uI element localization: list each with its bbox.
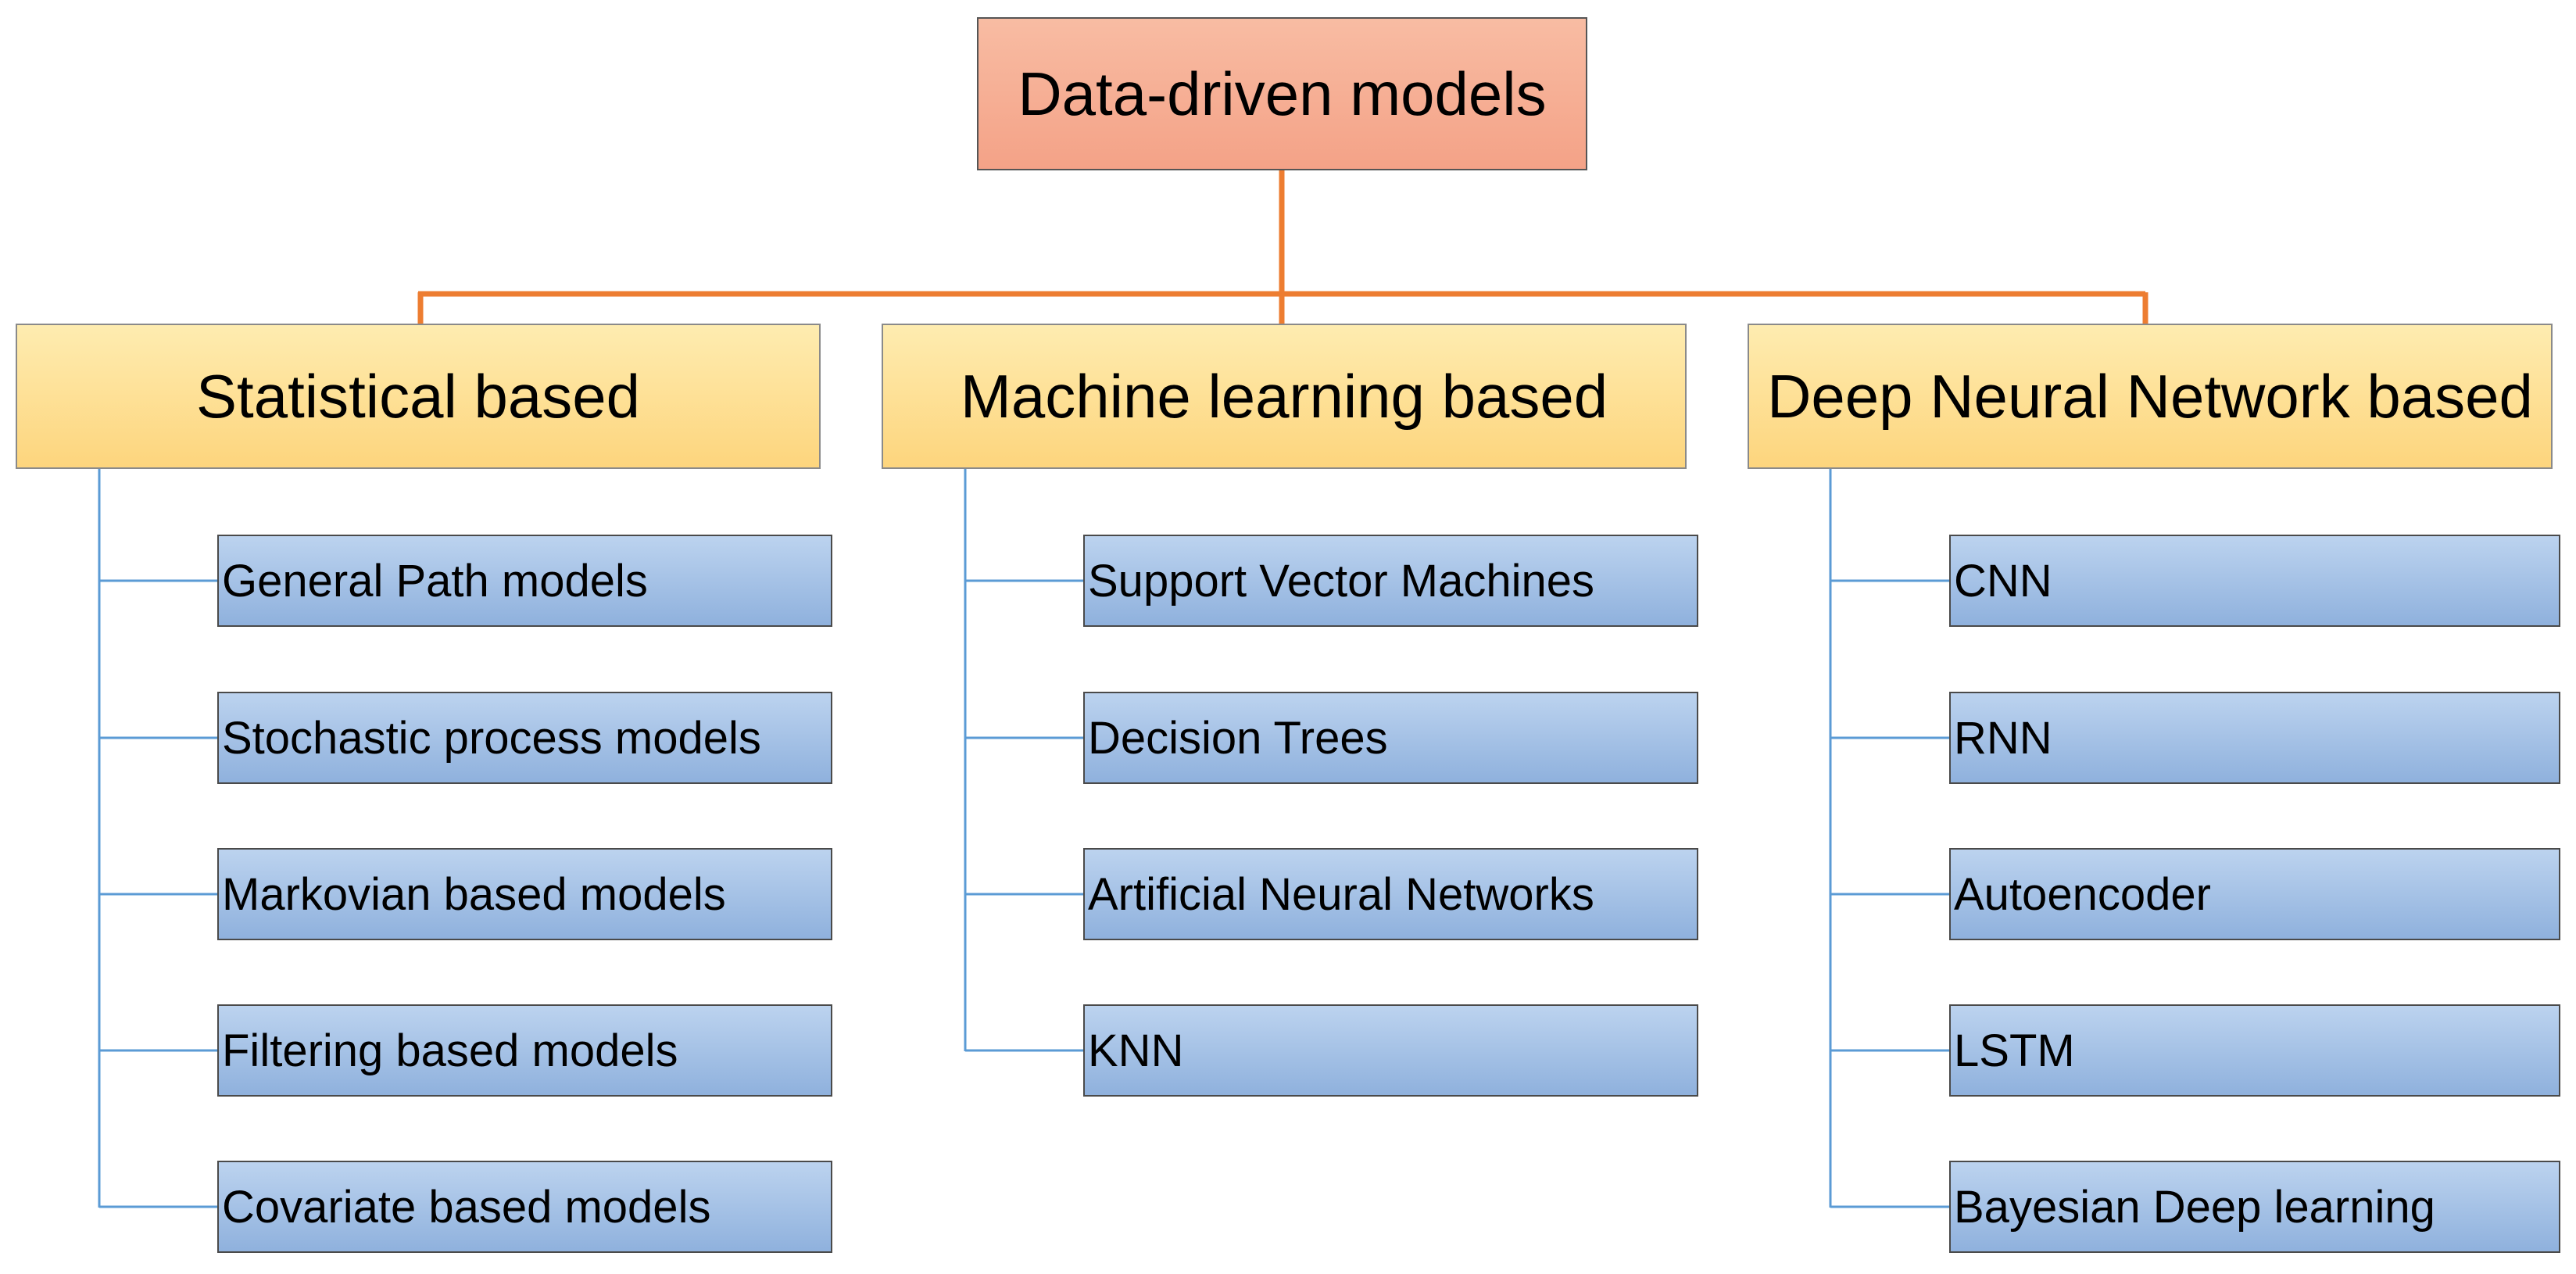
leaf-bayesian-deep-learning: Bayesian Deep learning — [1949, 1161, 2560, 1253]
leaf-filtering-based-models: Filtering based models — [217, 1004, 832, 1097]
leaf-autoencoder: Autoencoder — [1949, 848, 2560, 940]
leaf-decision-trees: Decision Trees — [1083, 692, 1698, 784]
leaf-knn: KNN — [1083, 1004, 1698, 1097]
leaf-artificial-neural-networks: Artificial Neural Networks — [1083, 848, 1698, 940]
leaf-lstm: LSTM — [1949, 1004, 2560, 1097]
root-node: Data-driven models — [977, 17, 1587, 170]
leaf-stochastic-process-models: Stochastic process models — [217, 692, 832, 784]
leaf-rnn: RNN — [1949, 692, 2560, 784]
category-statistical: Statistical based — [16, 324, 821, 469]
leaf-covariate-based-models: Covariate based models — [217, 1161, 832, 1253]
category-deep-neural-network: Deep Neural Network based — [1748, 324, 2553, 469]
leaf-cnn: CNN — [1949, 535, 2560, 627]
leaf-general-path-models: General Path models — [217, 535, 832, 627]
leaf-support-vector-machines: Support Vector Machines — [1083, 535, 1698, 627]
leaf-markovian-based-models: Markovian based models — [217, 848, 832, 940]
category-machine-learning: Machine learning based — [882, 324, 1687, 469]
